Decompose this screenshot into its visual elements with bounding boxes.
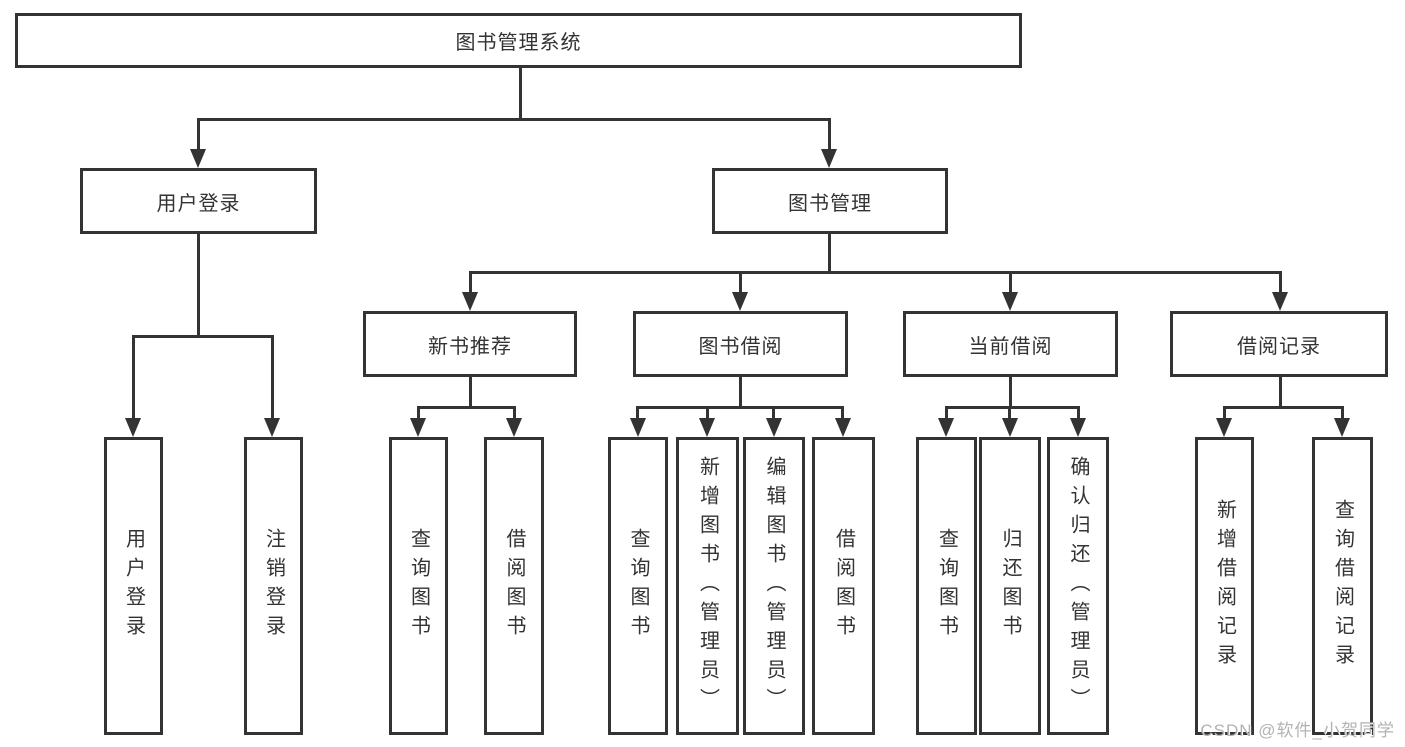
connector-line bbox=[271, 335, 274, 421]
connector-line bbox=[469, 271, 472, 295]
connector-line bbox=[1223, 406, 1226, 422]
leaf-user-login: 用户登录 bbox=[104, 437, 163, 735]
connector-arrow-icon bbox=[732, 292, 748, 311]
leaf-current-query-books: 查询图书 bbox=[916, 437, 977, 735]
connector-arrow-icon bbox=[630, 418, 646, 437]
connector-line bbox=[197, 118, 200, 152]
connector-line bbox=[945, 406, 1080, 409]
leaf-borrow-borrow-books: 借阅图书 bbox=[812, 437, 875, 735]
connector-line bbox=[519, 66, 522, 119]
connector-line bbox=[513, 406, 516, 422]
connector-arrow-icon bbox=[938, 418, 954, 437]
node-current-borrow: 当前借阅 bbox=[903, 311, 1118, 377]
node-book-borrow: 图书借阅 bbox=[633, 311, 848, 377]
connector-arrow-icon bbox=[1002, 292, 1018, 311]
node-user-login: 用户登录 bbox=[80, 168, 317, 234]
connector-arrow-icon bbox=[506, 418, 522, 437]
node-library-system: 图书管理系统 bbox=[15, 13, 1022, 68]
connector-line bbox=[1341, 406, 1344, 422]
connector-arrow-icon bbox=[1216, 418, 1232, 437]
connector-line bbox=[945, 406, 948, 422]
connector-line bbox=[1223, 406, 1344, 409]
connector-arrow-icon bbox=[766, 418, 782, 437]
leaf-records-query-record: 查询借阅记录 bbox=[1312, 437, 1373, 735]
leaf-logout: 注销登录 bbox=[244, 437, 303, 735]
connector-line bbox=[1009, 375, 1012, 408]
connector-line bbox=[197, 118, 831, 121]
connector-line bbox=[469, 375, 472, 408]
connector-line bbox=[1009, 271, 1012, 295]
connector-line bbox=[739, 375, 742, 408]
leaf-newbook-query-books: 查询图书 bbox=[389, 437, 448, 735]
connector-arrow-icon bbox=[190, 149, 206, 168]
connector-line bbox=[772, 406, 775, 422]
leaf-borrow-edit-books-admin: 编辑图书（管理员） bbox=[743, 437, 805, 735]
connector-line bbox=[197, 232, 200, 337]
node-borrow-records: 借阅记录 bbox=[1170, 311, 1388, 377]
connector-line bbox=[828, 232, 831, 274]
connector-line bbox=[1279, 375, 1282, 408]
connector-line bbox=[706, 406, 709, 422]
connector-line bbox=[417, 406, 516, 409]
leaf-current-return-books: 归还图书 bbox=[979, 437, 1041, 735]
connector-arrow-icon bbox=[264, 418, 280, 437]
csdn-watermark: CSDN @软件_小贺同学 bbox=[1200, 721, 1395, 740]
connector-line bbox=[636, 406, 844, 409]
connector-arrow-icon bbox=[1002, 418, 1018, 437]
leaf-current-confirm-return-admin: 确认归还（管理员） bbox=[1047, 437, 1109, 735]
connector-line bbox=[828, 118, 831, 152]
connector-arrow-icon bbox=[410, 418, 426, 437]
connector-arrow-icon bbox=[835, 418, 851, 437]
connector-arrow-icon bbox=[1272, 292, 1288, 311]
leaf-borrow-query-books: 查询图书 bbox=[608, 437, 668, 735]
connector-line bbox=[636, 406, 639, 422]
connector-line bbox=[739, 271, 742, 295]
connector-line bbox=[132, 335, 135, 421]
connector-line bbox=[469, 271, 1281, 274]
leaf-records-add-record: 新增借阅记录 bbox=[1195, 437, 1254, 735]
connector-arrow-icon bbox=[125, 418, 141, 437]
connector-line bbox=[1077, 406, 1080, 422]
connector-line bbox=[841, 406, 844, 422]
node-new-book-recommend: 新书推荐 bbox=[363, 311, 577, 377]
connector-arrow-icon bbox=[1334, 418, 1350, 437]
connector-line bbox=[132, 335, 274, 338]
node-book-management: 图书管理 bbox=[712, 168, 948, 234]
connector-line bbox=[1279, 271, 1282, 295]
connector-arrow-icon bbox=[821, 149, 837, 168]
leaf-borrow-add-books-admin: 新增图书（管理员） bbox=[676, 437, 739, 735]
connector-line bbox=[1008, 406, 1011, 422]
connector-arrow-icon bbox=[699, 418, 715, 437]
connector-line bbox=[417, 406, 420, 422]
connector-arrow-icon bbox=[1070, 418, 1086, 437]
leaf-newbook-borrow-books: 借阅图书 bbox=[484, 437, 544, 735]
connector-arrow-icon bbox=[462, 292, 478, 311]
